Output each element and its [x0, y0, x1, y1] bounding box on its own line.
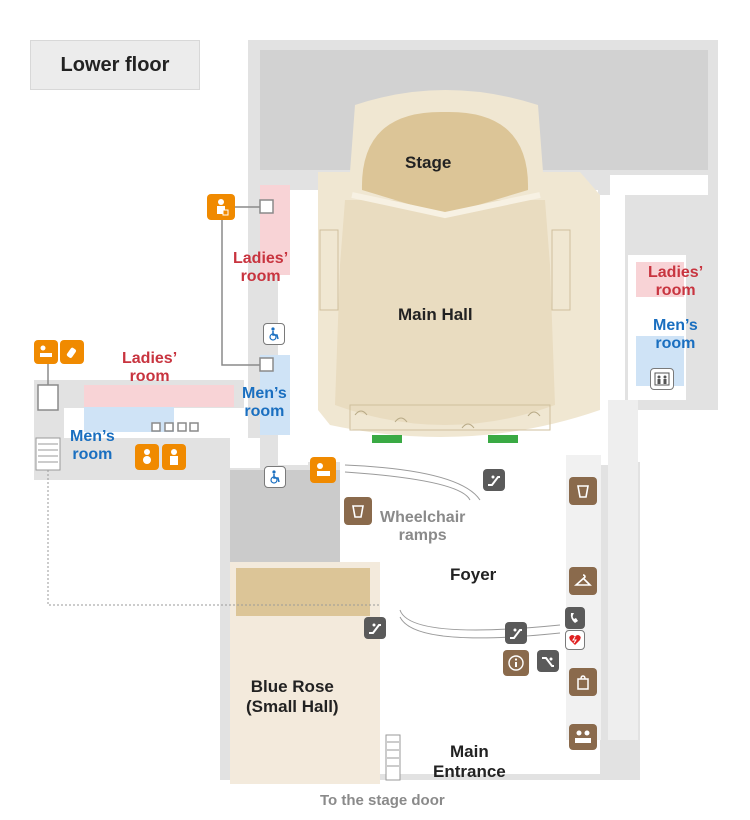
stage-edge — [351, 192, 541, 219]
ladies-room-label-left: Ladies’ room — [122, 350, 178, 386]
wheelchair-toilet-icon — [263, 323, 285, 345]
ladies-room-left — [84, 385, 234, 407]
cloakroom-icon — [569, 567, 597, 595]
main-hall — [335, 200, 555, 425]
floor-title-box: Lower floor — [30, 40, 200, 90]
drinking-fountain-icon — [569, 477, 597, 505]
wheelchair-seat-left — [372, 435, 402, 443]
main-hall-label: Main Hall — [398, 305, 473, 324]
multipurpose-toilet-icon — [207, 194, 235, 220]
shop-icon — [569, 668, 597, 696]
escalator-icon — [364, 617, 386, 639]
mens-room-label-left: Men’s room — [70, 428, 115, 464]
right-wall — [608, 400, 638, 740]
mens-room-label-right: Men’s room — [653, 317, 698, 353]
ladies-room-label-center: Ladies’ room — [233, 250, 289, 286]
door-arcs — [354, 410, 541, 429]
seating-boxes — [319, 229, 571, 431]
escalator-icon — [505, 622, 527, 644]
wheelchair-toilet-icon — [264, 466, 286, 488]
ladies-room-label-right: Ladies’ room — [648, 264, 704, 300]
telephone-icon — [565, 607, 585, 629]
stage-label: Stage — [405, 153, 452, 172]
blue-rose-label: Blue Rose (Small Hall) — [246, 677, 339, 716]
baby-care-icon — [135, 444, 159, 470]
elevator-icon — [650, 368, 674, 390]
information-icon — [503, 650, 529, 676]
aed-icon — [565, 630, 585, 650]
dotted-route — [47, 470, 380, 606]
baby-changing-icon — [310, 457, 336, 483]
wheelchair-ramps-label: Wheelchair ramps — [380, 509, 466, 545]
main-entrance-label: Main Entrance — [433, 742, 506, 781]
connector-lines — [37, 199, 274, 432]
floor-title: Lower floor — [60, 53, 170, 76]
stage — [361, 111, 529, 215]
wheelchair-seat-right — [488, 435, 518, 443]
stairs-left — [35, 437, 61, 471]
baby-changing-icon — [34, 340, 58, 364]
blue-rose-stage — [236, 568, 370, 616]
ladies-room-right — [636, 262, 684, 297]
mens-room-label-center: Men’s room — [242, 385, 287, 421]
stage-door-label: To the stage door — [320, 792, 445, 809]
drinking-fountain-icon — [344, 497, 372, 525]
foyer-label: Foyer — [450, 565, 497, 584]
baby-bottle-icon — [60, 340, 84, 364]
escalator-icon — [537, 650, 559, 672]
reception-icon — [569, 724, 597, 750]
stairs-entrance — [385, 734, 401, 781]
escalator-icon — [483, 469, 505, 491]
multipurpose-toilet-icon — [162, 444, 186, 470]
